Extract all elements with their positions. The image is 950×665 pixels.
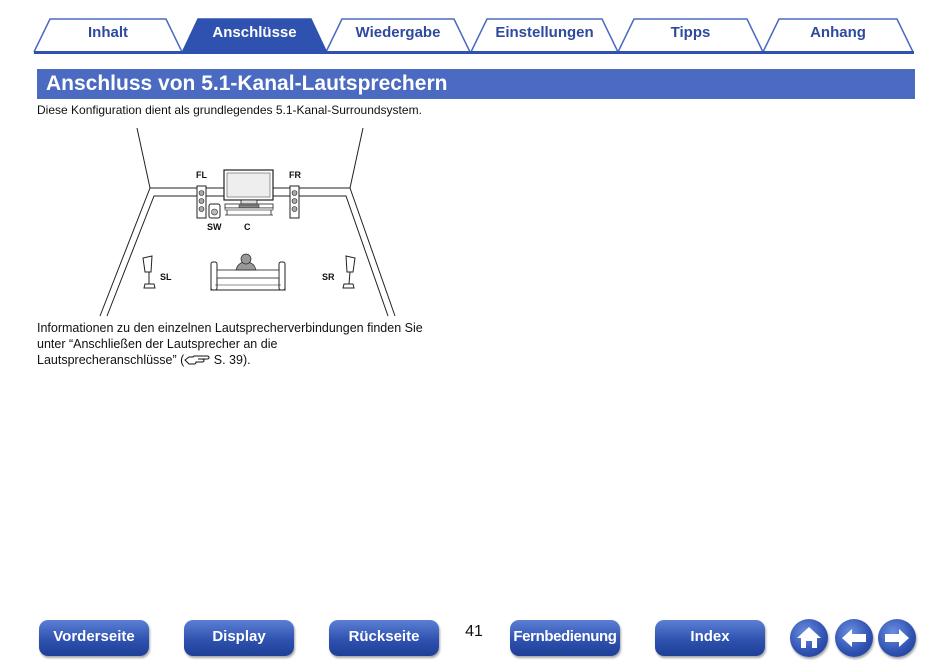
surround-right-speaker-icon <box>342 255 356 289</box>
arrow-right-icon <box>885 629 909 647</box>
index-button[interactable]: Index <box>655 620 765 656</box>
label-c: C <box>244 222 251 232</box>
info-line-1: Informationen zu den einzelnen Lautsprec… <box>37 321 423 335</box>
sofa-listener-icon <box>210 253 286 291</box>
display-button[interactable]: Display <box>184 620 294 656</box>
home-icon <box>797 627 821 648</box>
info-line-3-start: Lautsprecheranschlüsse” ( <box>37 353 185 367</box>
back-button[interactable] <box>835 619 873 657</box>
label-sr: SR <box>322 272 335 282</box>
tab-shape-inhalt[interactable] <box>33 18 183 53</box>
tab-anschluesse[interactable]: Anschlüsse <box>212 24 297 41</box>
arrow-left-icon <box>842 629 866 647</box>
tab-shape-tipps[interactable] <box>617 18 764 53</box>
tab-baseline <box>34 51 914 54</box>
home-button[interactable] <box>790 619 828 657</box>
tab-tipps[interactable]: Tipps <box>670 24 711 41</box>
subwoofer-icon <box>208 203 221 219</box>
speaker-layout-diagram: FL FR SW C SL SR <box>99 127 396 317</box>
tab-einstellungen[interactable]: Einstellungen <box>495 24 594 41</box>
tab-inhalt[interactable]: Inhalt <box>88 24 128 41</box>
fernbedienung-button[interactable]: Fernbedienung <box>510 620 620 656</box>
tab-shape-anhang[interactable] <box>762 18 914 53</box>
tab-shape-einstellungen[interactable] <box>470 18 619 53</box>
info-line-2: unter “Anschließen der Lautsprecher an d… <box>37 337 278 351</box>
tab-shapes <box>33 18 914 54</box>
forward-button[interactable] <box>878 619 916 657</box>
intro-text: Diese Konfiguration dient als grundlegen… <box>37 103 422 117</box>
page-number: 41 <box>465 623 483 640</box>
section-title: Anschluss von 5.1-Kanal-Lautsprechern <box>37 69 915 99</box>
vorderseite-button[interactable]: Vorderseite <box>39 620 149 656</box>
front-left-speaker-icon <box>196 185 207 219</box>
tv-icon <box>223 169 274 205</box>
info-line-3: Lautsprecheranschlüsse” ( S. 39). <box>37 352 457 368</box>
rueckseite-button[interactable]: Rückseite <box>329 620 439 656</box>
page-reference-link[interactable]: S. 39). <box>184 353 251 367</box>
tab-bar: Inhalt Anschlüsse Wiedergabe Einstellung… <box>0 0 950 56</box>
center-speaker-icon <box>224 203 274 216</box>
tab-shape-wiedergabe[interactable] <box>325 18 471 53</box>
page-reference-text: S. 39). <box>210 353 251 367</box>
tab-anhang[interactable]: Anhang <box>810 24 866 41</box>
label-sl: SL <box>160 272 172 282</box>
label-sw: SW <box>207 222 222 232</box>
label-fl: FL <box>196 170 207 180</box>
surround-left-speaker-icon <box>142 255 156 289</box>
label-fr: FR <box>289 170 301 180</box>
pointing-hand-icon <box>184 355 210 365</box>
info-paragraph: Informationen zu den einzelnen Lautsprec… <box>37 320 457 368</box>
tab-wiedergabe[interactable]: Wiedergabe <box>355 24 441 41</box>
front-right-speaker-icon <box>289 185 300 219</box>
